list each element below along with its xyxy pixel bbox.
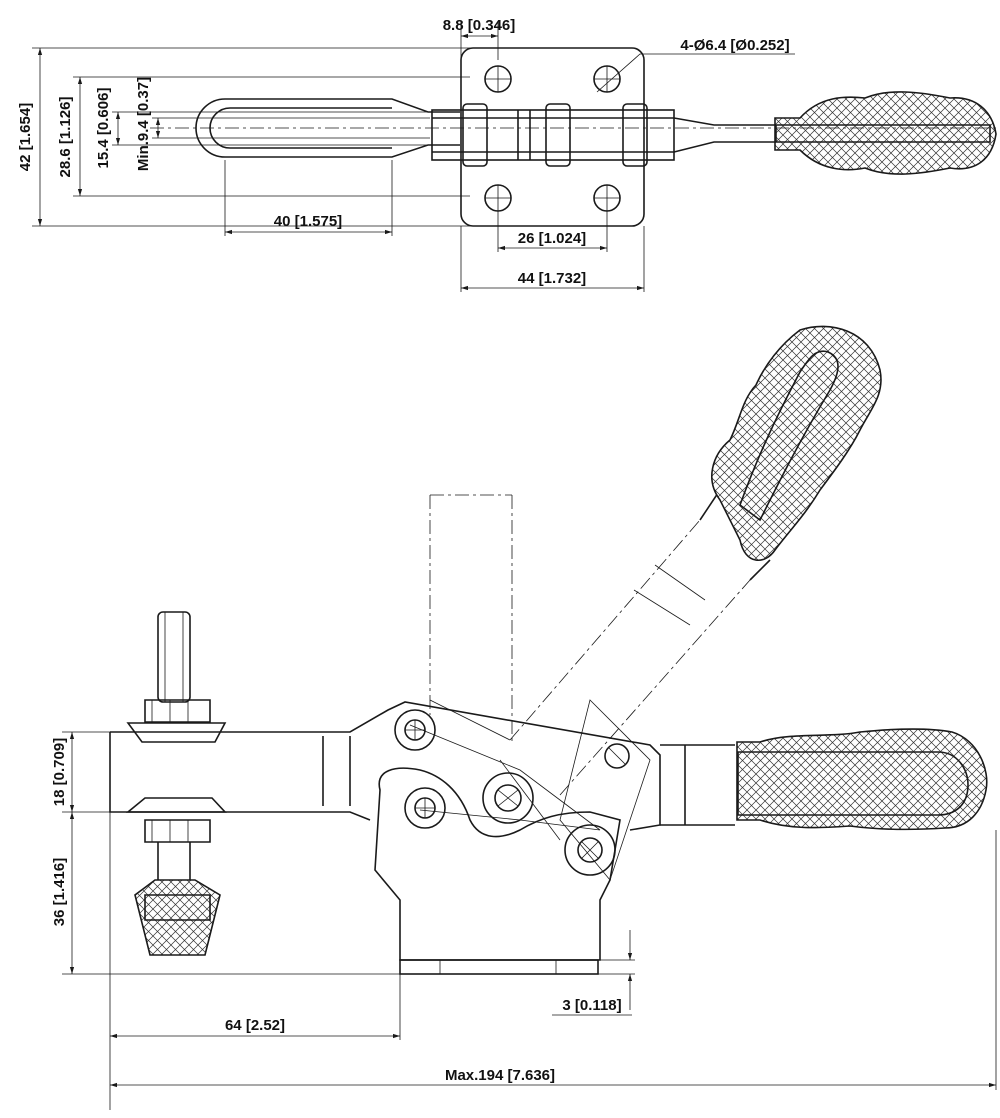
dim-slot-min: Min.9.4 [0.37] [135,77,152,171]
linkage [409,699,601,841]
spindle-tip [134,879,221,956]
dim-bolt-spacing: 26 [1.024] [518,230,586,247]
handle-closed [660,728,988,831]
phantom-handle-vertical [429,494,513,745]
dim-height-mid: 28.6 [1.126] [57,97,74,178]
base-plate [399,959,599,975]
dim-reach: 64 [2.52] [225,1017,285,1034]
dim-base-plate: 3 [0.118] [562,997,621,1014]
side-view: 18 [0.709] 36 [1.416] 64 [2.52] 3 [0.118… [51,325,997,1110]
top-view: 8.8 [0.346] 4-Ø6.4 [Ø0.252] 42 [1.654] 2… [17,17,1000,292]
dim-height-total: 42 [1.654] [17,103,34,171]
pivot-body [431,109,675,161]
dim-arm-thickness: 18 [0.709] [51,738,68,806]
dim-overall-length: Max.194 [7.636] [445,1067,555,1084]
dim-height-inner: 15.4 [0.606] [95,88,112,169]
dim-base-height: 36 [1.416] [51,858,68,926]
clamp-arm [110,701,661,831]
handle-shaft [673,117,775,153]
pins [462,103,648,167]
phantom-handle-angled [509,325,882,796]
angled-grip [711,325,882,561]
dim-holes: 4-Ø6.4 [Ø0.252] [680,37,789,54]
spindle [125,611,227,956]
top-grip [774,91,997,175]
dim-slot-length: 40 [1.575] [274,213,342,230]
slotted-arm [195,98,460,158]
dim-hole-spacing: 8.8 [0.346] [443,17,516,34]
clamp-base [374,767,621,961]
closed-grip [736,728,988,831]
mounting-holes [484,65,621,212]
dim-base-width: 44 [1.732] [518,270,586,287]
pivot-pins [394,709,630,876]
mounting-plate [460,47,645,227]
